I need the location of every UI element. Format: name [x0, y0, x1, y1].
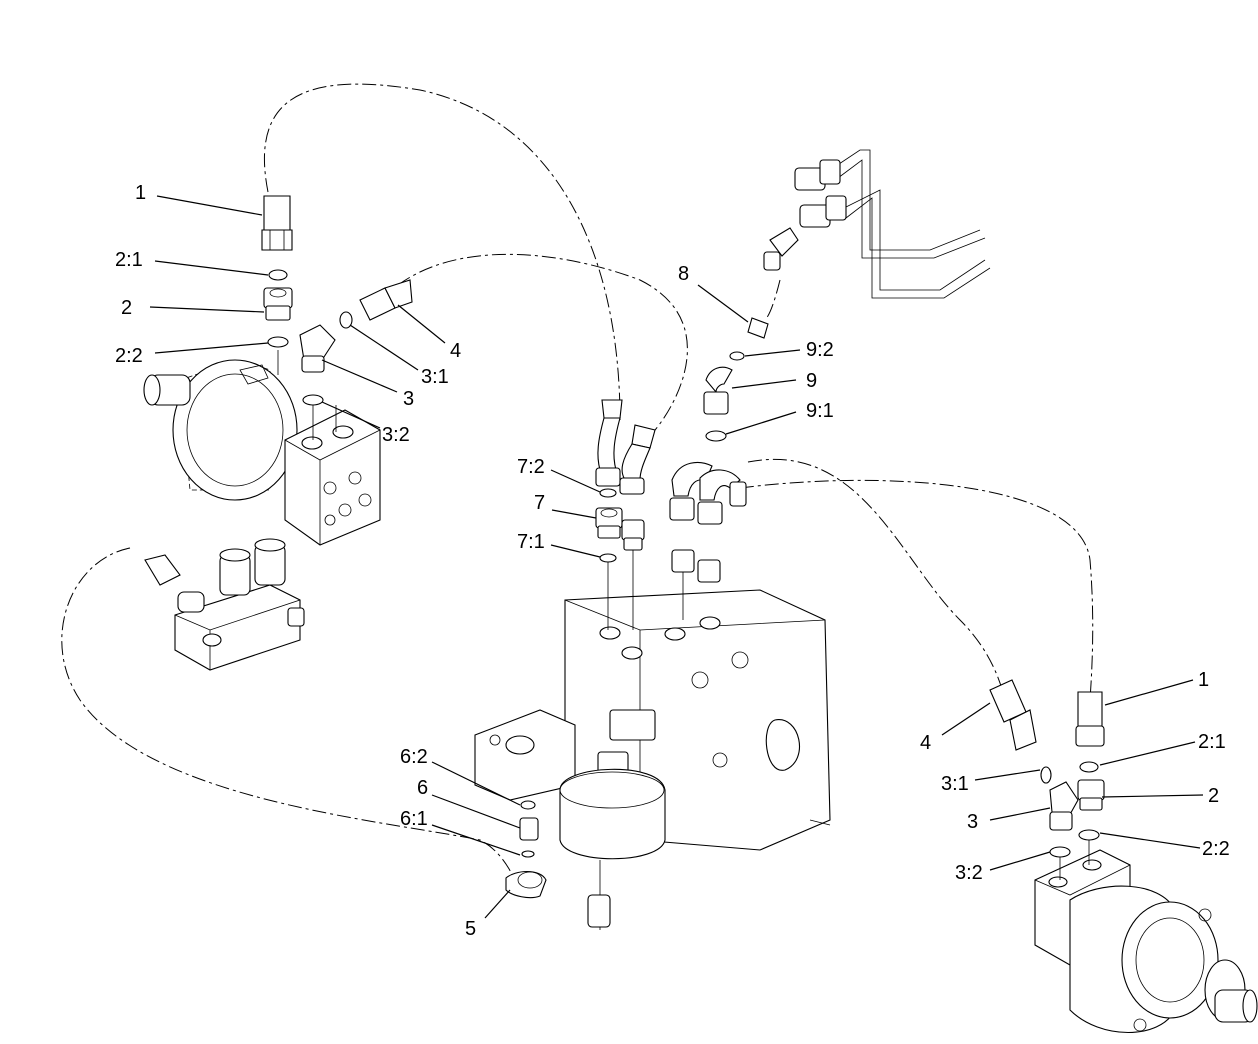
callout-c-9-1: 9:1	[806, 400, 834, 422]
fittings-top-left	[261, 195, 413, 440]
callout-c-6: 6	[417, 777, 428, 799]
callout-br-1: 1	[1198, 669, 1209, 691]
callout-br-2-1: 2:1	[1198, 731, 1226, 753]
fittings-bottom-right	[989, 679, 1105, 880]
callout-c-6-1: 6:1	[400, 808, 428, 830]
hose-right-mid	[747, 459, 1006, 701]
pump-assembly-center	[474, 589, 831, 930]
callout-c-7: 7	[534, 492, 545, 514]
callout-tl-2: 2	[121, 297, 132, 319]
hose-routes	[61, 83, 1094, 881]
callout-br-3: 3	[967, 811, 978, 833]
callout-labels: 1 2:1 2 2:2 4 3:1 3 3:2 8 9:2 9 9:1 7:2 …	[115, 182, 1230, 940]
hose-left-loop	[61, 547, 516, 881]
hose-right-long	[739, 479, 1094, 701]
callout-tl-3-1: 3:1	[421, 366, 449, 388]
callout-br-3-1: 3:1	[941, 773, 969, 795]
callout-tl-2-1: 2:1	[115, 249, 143, 271]
callout-tl-1: 1	[135, 182, 146, 204]
callout-tl-4: 4	[450, 340, 461, 362]
hose-to-fitting8	[764, 279, 781, 321]
callout-br-3-2: 3:2	[955, 862, 983, 884]
callout-c-9-2: 9:2	[806, 339, 834, 361]
valve-block-left	[144, 538, 305, 671]
fittings-center	[505, 317, 769, 899]
callout-c-7-1: 7:1	[517, 531, 545, 553]
callout-c-8: 8	[678, 263, 689, 285]
tube-assembly-top-right	[763, 149, 991, 299]
callout-tl-3: 3	[403, 388, 414, 410]
hose-top-arc	[263, 83, 621, 421]
callout-c-6-2: 6:2	[400, 746, 428, 768]
callout-br-4: 4	[920, 732, 931, 754]
hose-left-upper	[397, 253, 688, 431]
callout-tl-3-2: 3:2	[382, 424, 410, 446]
callout-c-5: 5	[465, 918, 476, 940]
leader-lines	[149, 195, 1204, 919]
hydraulic-motor-left	[143, 359, 381, 546]
callout-br-2: 2	[1208, 785, 1219, 807]
callout-br-2-2: 2:2	[1202, 838, 1230, 860]
callout-c-7-2: 7:2	[517, 456, 545, 478]
hydraulic-motor-right	[1034, 849, 1258, 1034]
callout-tl-2-2: 2:2	[115, 345, 143, 367]
callout-c-9: 9	[806, 370, 817, 392]
